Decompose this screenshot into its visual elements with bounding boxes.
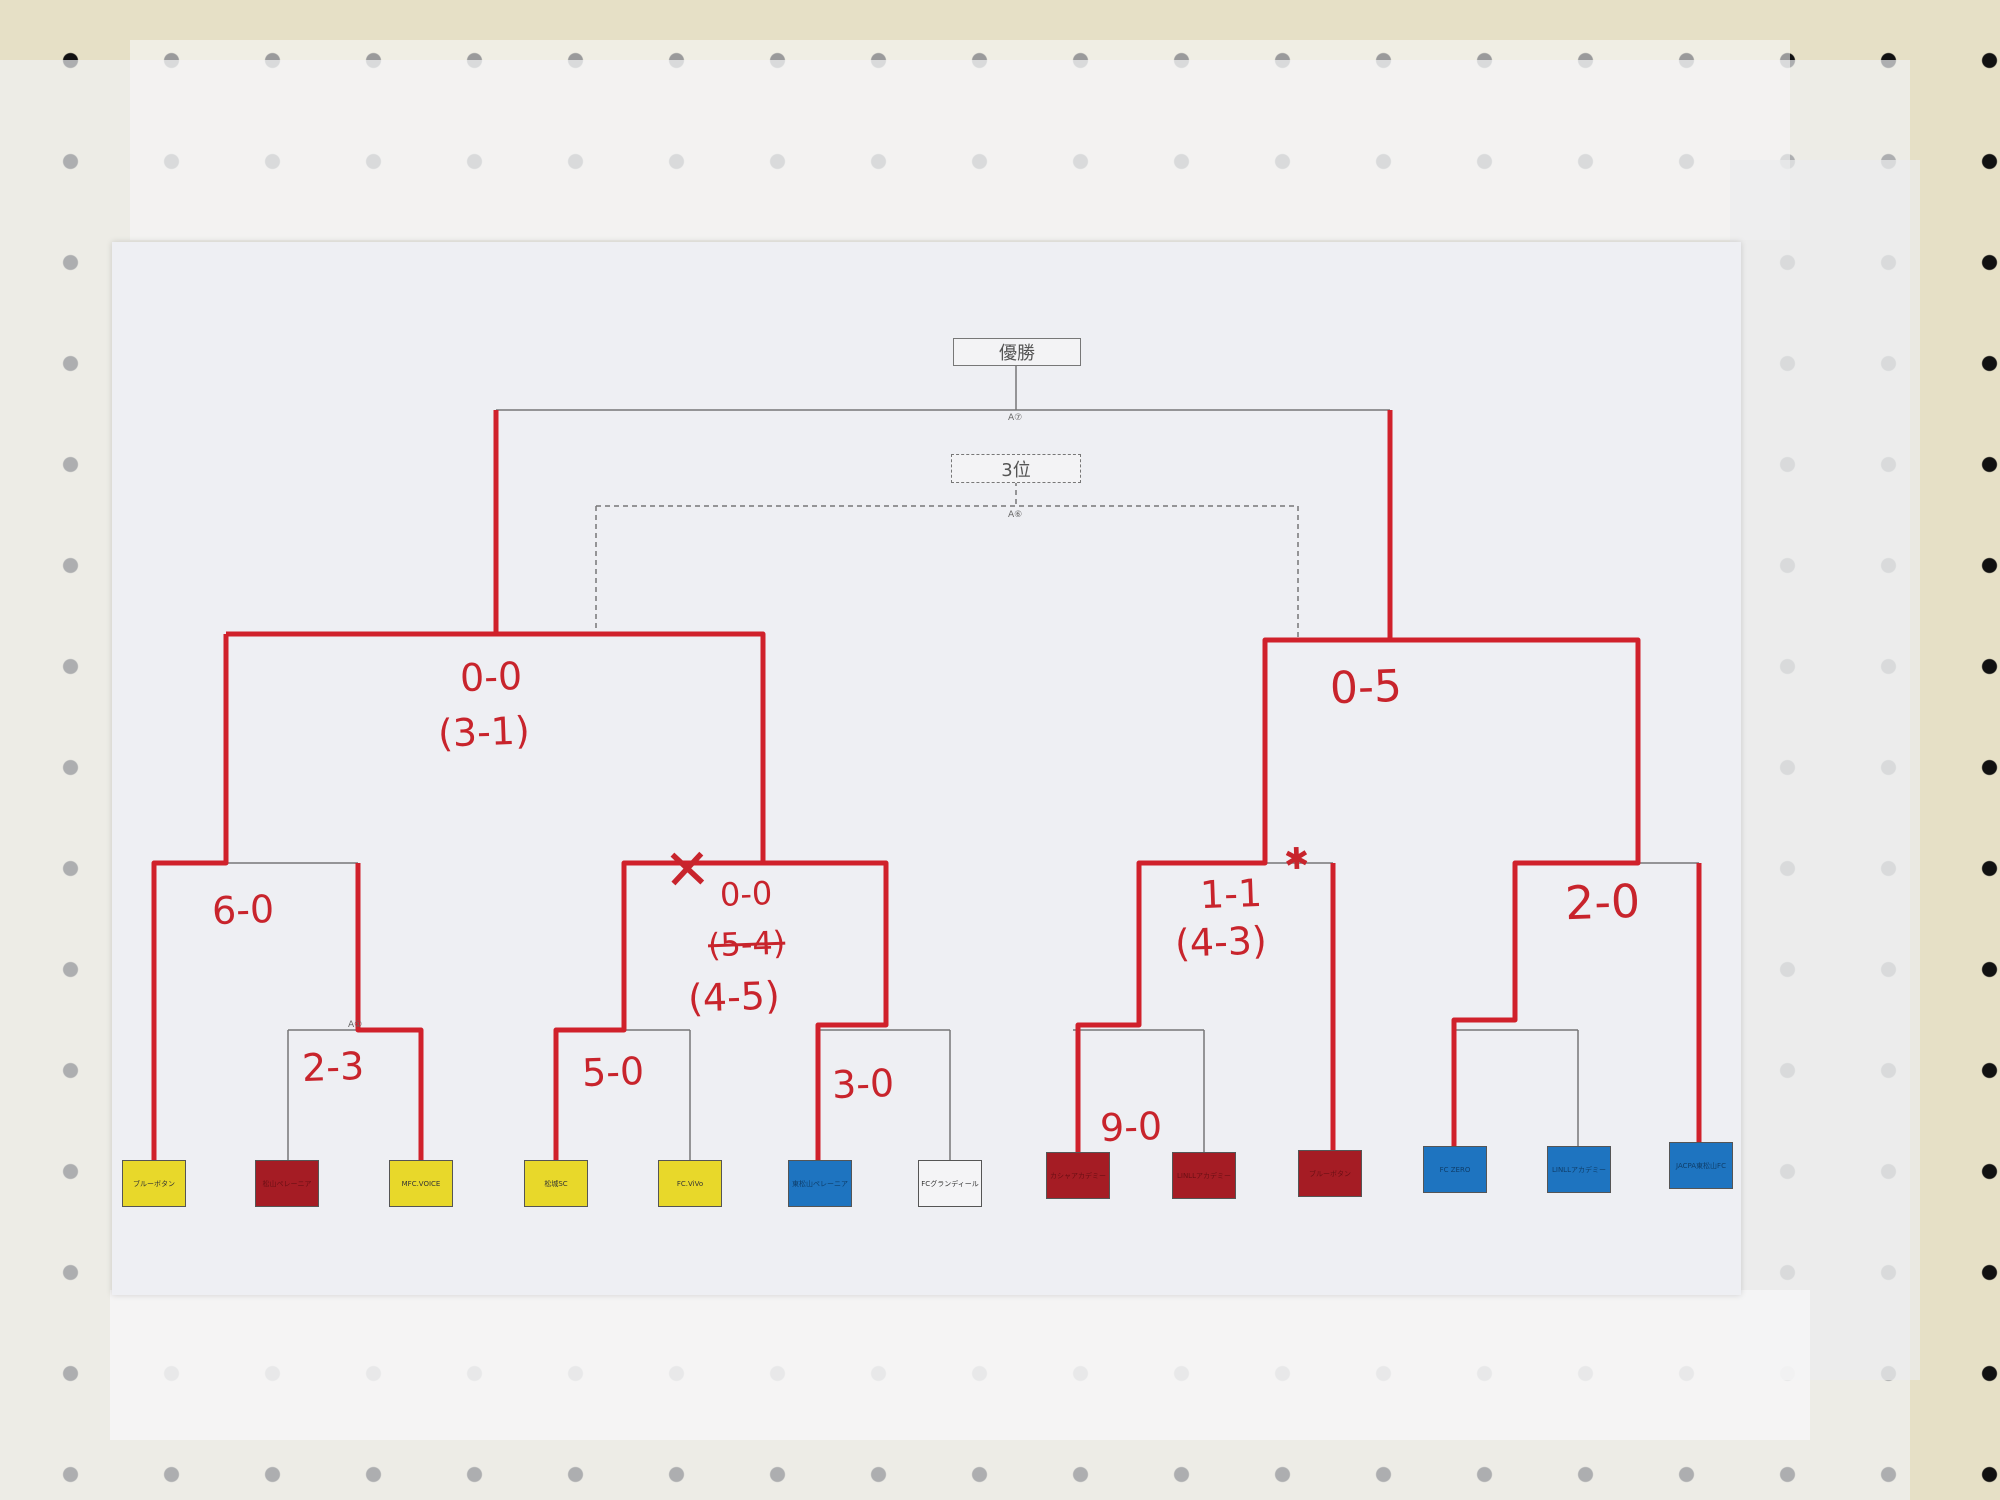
score-r1-c: 3-0 (831, 1060, 895, 1108)
r1-lines (287, 1029, 1579, 1160)
tape-strip-bottom (110, 1290, 1810, 1440)
score-semifinal-left-pk: (3-1) (437, 708, 531, 756)
team-box: ブルーボタン (1298, 1150, 1362, 1197)
bracket-sheet (112, 242, 1741, 1295)
final-line (496, 364, 1390, 411)
score-semifinal-left: 0-0 (459, 653, 523, 701)
score-semifinal-right: 0-5 (1329, 660, 1403, 715)
score-r1-d: 9-0 (1099, 1103, 1163, 1151)
tape-strip-right (1730, 160, 1920, 1380)
star-mark: ✱ (1283, 841, 1310, 878)
team-box: FCグランディール (918, 1160, 982, 1207)
score-qf3-pk: (4-3) (1174, 918, 1268, 966)
winner-path-marker (151, 410, 1702, 1160)
score-qf3: 1-1 (1199, 870, 1263, 918)
third-match-label: A⑥ (1008, 510, 1023, 520)
third-place-box: 3位 (951, 454, 1081, 483)
score-qf4: 2-0 (1564, 873, 1642, 931)
score-qf1: 6-0 (211, 886, 275, 934)
team-box: ブルーボタン (122, 1160, 186, 1207)
team-box: 東松山ペレーニア (788, 1160, 852, 1207)
third-place-line (595, 481, 1299, 640)
team-box: JACPA東松山FC (1669, 1142, 1733, 1189)
champion-box: 優勝 (953, 338, 1081, 366)
r1-match-label: A① (348, 1020, 363, 1030)
team-box: LINLLアカデミー (1172, 1152, 1236, 1199)
score-qf2: 0-0 (719, 874, 773, 914)
final-match-label: A⑦ (1008, 413, 1023, 423)
score-qf2-pk: (4-5) (687, 973, 781, 1021)
cross-mark: ✕ (662, 837, 713, 904)
team-box: 松城SC (524, 1160, 588, 1207)
team-box: 松山ペレーニア (255, 1160, 319, 1207)
score-r1-b: 5-0 (581, 1048, 645, 1096)
score-qf2-pk-crossed: (5-4) (707, 923, 786, 965)
team-box: カシャアカデミー (1046, 1152, 1110, 1199)
team-box: MFC.VOICE (389, 1160, 453, 1207)
tape-strip-top (130, 40, 1790, 240)
score-r1-a: 2-3 (301, 1043, 365, 1091)
team-box: FC.ViVo (658, 1160, 722, 1207)
team-box: LINLLアカデミー (1547, 1146, 1611, 1193)
team-box: FC ZERO (1423, 1146, 1487, 1193)
